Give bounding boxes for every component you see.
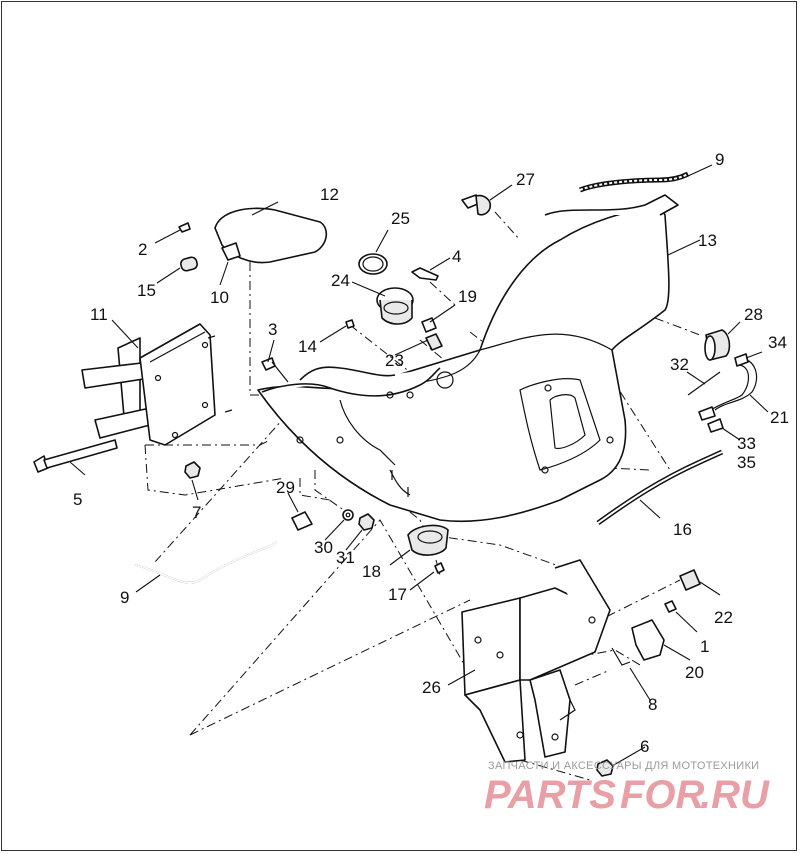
callout-2: 2 — [138, 240, 147, 259]
callout-33: 33 — [737, 434, 756, 453]
part-11-side-bracket — [81, 323, 233, 446]
callout-34: 34 — [768, 333, 787, 352]
callout-3: 3 — [268, 320, 277, 339]
callout-16: 16 — [673, 520, 692, 539]
part-7-nut — [184, 461, 201, 479]
callout-27: 27 — [516, 170, 535, 189]
part-12-cover — [214, 207, 328, 264]
part-22-connector — [679, 569, 701, 591]
part-25-ring — [358, 253, 388, 275]
callout-12: 12 — [320, 185, 339, 204]
callout-8: 8 — [648, 695, 657, 714]
callout-24: 24 — [331, 271, 350, 290]
part-13-nacelle — [257, 194, 679, 523]
callout-26: 26 — [422, 678, 441, 697]
callout-15: 15 — [137, 281, 156, 300]
callout-29: 29 — [276, 478, 295, 497]
part-21-harness — [698, 353, 758, 433]
part-19-socket — [421, 317, 437, 333]
callout-20: 20 — [685, 663, 704, 682]
part-9-cable-lower — [134, 541, 277, 584]
part-26-bracket — [461, 559, 611, 763]
part-17-screw — [434, 562, 445, 574]
part-8-clip — [611, 647, 631, 666]
part-31-nut — [358, 513, 375, 531]
leader-lines — [69, 164, 769, 767]
part-14-screw — [345, 319, 355, 329]
callout-11: 11 — [90, 305, 108, 324]
part-3-screw — [261, 357, 289, 383]
callout-7: 7 — [192, 503, 201, 522]
watermark-logo-part1: PARTS — [484, 773, 616, 817]
part-16-tube — [596, 449, 724, 526]
callout-32: 32 — [670, 355, 689, 374]
part-29-clip — [291, 511, 313, 531]
callout-1: 1 — [700, 637, 709, 656]
part-1-screw — [664, 600, 677, 613]
callout-31: 31 — [336, 548, 355, 567]
part-30-washer — [342, 509, 354, 521]
callout-4: 4 — [452, 247, 461, 266]
part-18-clamp — [407, 524, 449, 556]
watermark-tagline: ЗАПЧАСТИ И АКСЕССУАРЫ ДЛЯ МОТОТЕХНИКИ — [488, 760, 760, 772]
callout-9-lower: 9 — [120, 588, 129, 607]
callout-17: 17 — [388, 585, 407, 604]
callout-14: 14 — [298, 337, 317, 356]
callout-28: 28 — [744, 305, 763, 324]
part-24-gauge — [376, 287, 414, 325]
part-20-plate — [631, 619, 665, 661]
part-15-bushing — [180, 256, 198, 272]
part-6-nut — [596, 759, 614, 777]
callout-23: 23 — [385, 351, 404, 370]
watermark-logo-part3: .RU — [700, 773, 770, 817]
callout-21: 21 — [770, 408, 789, 427]
callout-18: 18 — [362, 562, 381, 581]
watermark-logo: PARTS FOR .RU — [484, 773, 770, 817]
callout-9-upper: 9 — [715, 150, 724, 169]
part-28-relay — [704, 329, 731, 361]
callout-35: 35 — [737, 453, 756, 472]
part-2-screw — [178, 222, 191, 233]
callout-5: 5 — [73, 490, 82, 509]
part-9-cable-upper — [579, 171, 690, 193]
part-5-bolt — [33, 439, 118, 473]
callout-19: 19 — [458, 287, 477, 306]
callout-labels: 1 2 3 4 5 6 7 8 9 9 10 11 12 13 14 15 16… — [73, 150, 789, 756]
callout-13: 13 — [698, 231, 717, 250]
callout-10: 10 — [210, 288, 229, 307]
callout-6: 6 — [640, 737, 649, 756]
watermark-logo-part2: FOR — [620, 773, 705, 817]
part-4-screw — [411, 267, 439, 281]
callout-22: 22 — [714, 608, 733, 627]
part-23-bulb — [425, 333, 443, 351]
callout-30: 30 — [314, 538, 333, 557]
part-27-fitting — [461, 194, 492, 216]
callout-25: 25 — [391, 209, 410, 228]
